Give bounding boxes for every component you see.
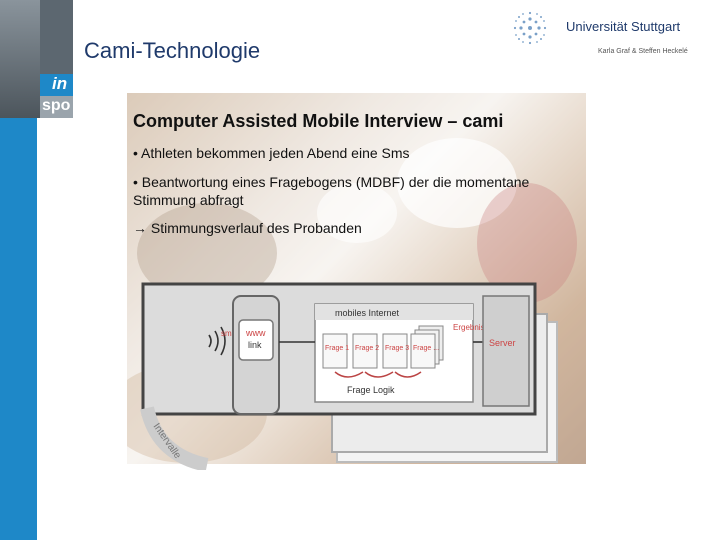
diagram-frage3: Frage 3 xyxy=(385,345,409,352)
bullet-stimmungsverlauf: → Stimmungsverlauf des Probanden xyxy=(133,220,362,236)
blue-sidebar xyxy=(0,118,37,540)
logo-text-in: in xyxy=(52,74,67,94)
diagram-frage-logik: Frage Logik xyxy=(347,385,395,395)
university-seal-icon xyxy=(512,10,548,46)
diagram-frage2: Frage 2 xyxy=(355,345,379,352)
diagram-frage1: Frage 1 xyxy=(325,345,349,352)
diagram-link: link xyxy=(248,340,262,350)
bullet-sms: • Athleten bekommen jeden Abend eine Sms xyxy=(133,145,410,161)
institute-logo: in spo xyxy=(0,0,73,118)
diagram-mobiles-internet: mobiles Internet xyxy=(335,308,400,318)
tower-photo xyxy=(0,0,40,118)
authors: Karla Graf & Steffen Heckelé xyxy=(598,48,688,55)
diagram-server: Server xyxy=(489,338,516,348)
slide-heading: Computer Assisted Mobile Interview – cam… xyxy=(133,111,503,132)
logo-text-spo: spo xyxy=(42,97,70,115)
diagram-frage-more: Frage ... xyxy=(413,345,439,352)
university-name: Universität Stuttgart xyxy=(566,19,680,34)
diagram-www: www xyxy=(245,328,266,338)
slide-title: Cami-Technologie xyxy=(84,38,260,64)
bullet-fragebogen: • Beantwortung eines Fragebogens (MDBF) … xyxy=(133,173,593,209)
cami-diagram: Intervalle sms www link mobiles Internet… xyxy=(137,280,577,470)
diagram-ergebnis: Ergebnis xyxy=(453,323,485,332)
